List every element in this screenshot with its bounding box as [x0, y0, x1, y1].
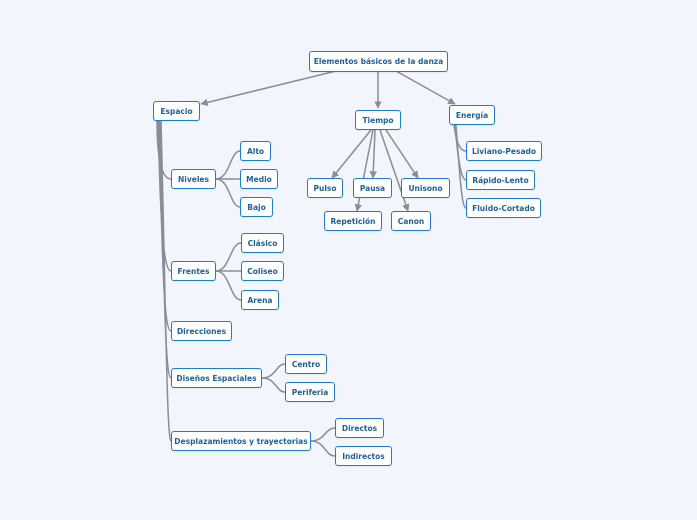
node-unisono[interactable]: Unisono	[401, 178, 450, 198]
edge-espacio-direcciones	[158, 120, 172, 332]
node-disenos-espaciales[interactable]: Diseños Espaciales	[171, 368, 262, 388]
edge-tiempo-pulso	[331, 129, 372, 179]
node-desplazamientos[interactable]: Desplazamientos y trayectorias	[171, 431, 311, 451]
edge-espacio-niveles	[156, 120, 172, 180]
node-espacio[interactable]: Espacio	[153, 101, 200, 121]
edge-energia-fluido	[455, 124, 467, 209]
node-canon[interactable]: Canon	[391, 211, 431, 231]
edge-espacio-disenos	[159, 120, 172, 379]
edge-espacio-desplazamientos	[160, 120, 172, 442]
node-periferia[interactable]: Periferia	[285, 382, 335, 402]
edge-niveles-bajo	[215, 178, 241, 208]
node-centro[interactable]: Centro	[285, 354, 327, 374]
edge-root-espacio	[200, 70, 337, 107]
edge-disenos-centro	[261, 363, 286, 379]
edge-espacio-frentes	[157, 120, 172, 272]
node-medio[interactable]: Medio	[240, 169, 278, 189]
node-niveles[interactable]: Niveles	[171, 169, 216, 189]
edge-disenos-periferia	[261, 377, 286, 393]
node-liviano-pesado[interactable]: Liviano-Pesado	[466, 141, 542, 161]
edge-tiempo-unisono	[385, 129, 419, 179]
node-repeticion[interactable]: Repetición	[324, 211, 382, 231]
node-direcciones[interactable]: Direcciones	[171, 321, 232, 341]
edge-tiempo-pausa	[369, 129, 378, 179]
node-energia[interactable]: Energía	[449, 105, 495, 125]
edge-tiempo-repeticion	[354, 129, 374, 212]
edge-energia-liviano	[453, 124, 467, 152]
node-bajo[interactable]: Bajo	[240, 197, 273, 217]
edge-tiempo-canon	[379, 129, 410, 212]
node-frentes[interactable]: Frentes	[171, 261, 216, 281]
edge-despl-directos	[310, 427, 336, 442]
node-coliseo[interactable]: Coliseo	[241, 261, 284, 281]
edge-niveles-alto	[215, 150, 241, 180]
node-directos[interactable]: Directos	[335, 418, 384, 438]
node-tiempo[interactable]: Tiempo	[355, 110, 401, 130]
edge-frentes-clasico	[215, 242, 242, 272]
node-fluido-cortado[interactable]: Fluido-Cortado	[466, 198, 541, 218]
root-node[interactable]: Elementos básicos de la danza	[309, 51, 448, 72]
node-pulso[interactable]: Pulso	[307, 178, 343, 198]
edge-frentes-arena	[215, 270, 242, 301]
node-clasico[interactable]: Clásico	[241, 233, 284, 253]
edge-despl-indirectos	[310, 440, 336, 457]
edge-root-energia	[395, 70, 456, 105]
node-alto[interactable]: Alto	[240, 141, 271, 161]
node-pausa[interactable]: Pausa	[353, 178, 392, 198]
node-arena[interactable]: Arena	[241, 290, 279, 310]
edge-energia-rapido	[454, 124, 467, 181]
node-rapido-lento[interactable]: Rápido-Lento	[466, 170, 535, 190]
node-indirectos[interactable]: Indirectos	[335, 446, 392, 466]
